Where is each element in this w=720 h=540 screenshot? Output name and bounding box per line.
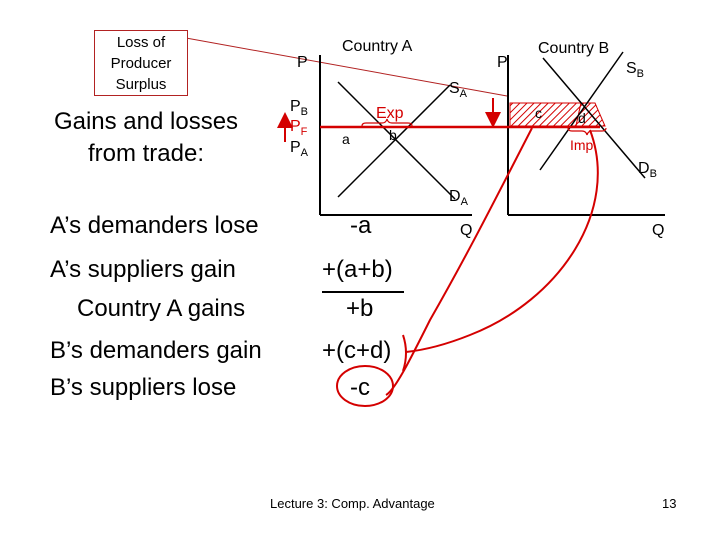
callout-line-2: Producer [110,54,172,72]
country-a-demand-line [337,81,456,200]
country-b-supply-line [539,51,624,171]
area-c-hatch [509,102,582,127]
summary-label-2: A’s suppliers gain [50,256,236,283]
area-a-label: a [342,131,350,147]
summary-value-5: -c [350,374,370,401]
demand-a-sub: A [460,196,468,209]
country-a-demand-label: DA [449,188,468,208]
area-c-label: c [535,105,542,121]
summary-label-3: Country A gains [77,295,246,322]
country-b-demand-label: DB [638,160,657,180]
c-circle [336,365,394,407]
cd-bracket [402,334,407,372]
country-a-quantity-axis-label: Q [460,222,473,239]
price-f-sub: F [300,126,308,139]
area-d-label: d [578,110,586,126]
summary-label-4: B’s demanders gain [50,337,262,364]
demand-b-sub: B [649,168,657,181]
callout-pointer-line [185,37,508,97]
price-a-p: P [290,139,301,156]
price-f-p: P [290,118,301,135]
summary-value-4: +(c+d) [322,337,392,364]
title-line-2: from trade: [87,140,205,167]
country-a-supply-line [337,84,451,198]
demand-a-d: D [449,188,461,205]
footer-lecture: Lecture 3: Comp. Advantage [270,496,435,511]
country-b-title: Country B [538,40,610,57]
demand-b-d: D [638,160,650,177]
supply-a-sub: A [459,88,468,101]
price-a-label: PA [290,137,308,164]
supply-b-s: S [626,60,637,77]
title-line-1: Gains and losses [53,108,239,135]
summary-value-2: +(a+b) [322,256,393,283]
country-b-supply-label: SB [626,60,644,80]
country-b-price-axis-label: P [497,54,508,71]
summary-value-3: +b [346,295,374,322]
country-a-supply-label: SA [449,80,467,100]
curved-pointer-c [385,127,533,396]
country-a-title: Country A [342,38,413,55]
imp-brace [567,127,607,136]
slide-title: Gains and losses from trade: [22,106,270,170]
price-a-sub: A [300,147,309,160]
callout-line-1: Loss of [116,33,166,51]
price-b-p: P [290,98,301,115]
supply-a-s: S [449,80,460,97]
country-b-quantity-axis-label: Q [652,222,665,239]
summary-value-1: -a [350,212,372,239]
price-f-label: PF [290,116,307,143]
summary-label-1: A’s demanders lose [50,212,259,239]
curved-pointer-cd [405,129,599,353]
country-a-price-axis-label: P [297,54,308,71]
exp-label: Exp [376,105,404,122]
callout-line-3: Surplus [115,75,167,93]
imp-label: Imp [570,137,594,153]
exp-brace [361,118,413,127]
summary-label-5: B’s suppliers lose [50,374,237,401]
area-b-label: b [389,127,397,143]
country-b-demand-line [542,57,646,179]
price-b-sub: B [300,106,309,119]
supply-b-sub: B [636,68,645,81]
page-number: 13 [662,496,677,511]
loss-producer-surplus-callout: Loss of Producer Surplus [94,30,188,96]
price-b-label: PB [290,96,308,123]
